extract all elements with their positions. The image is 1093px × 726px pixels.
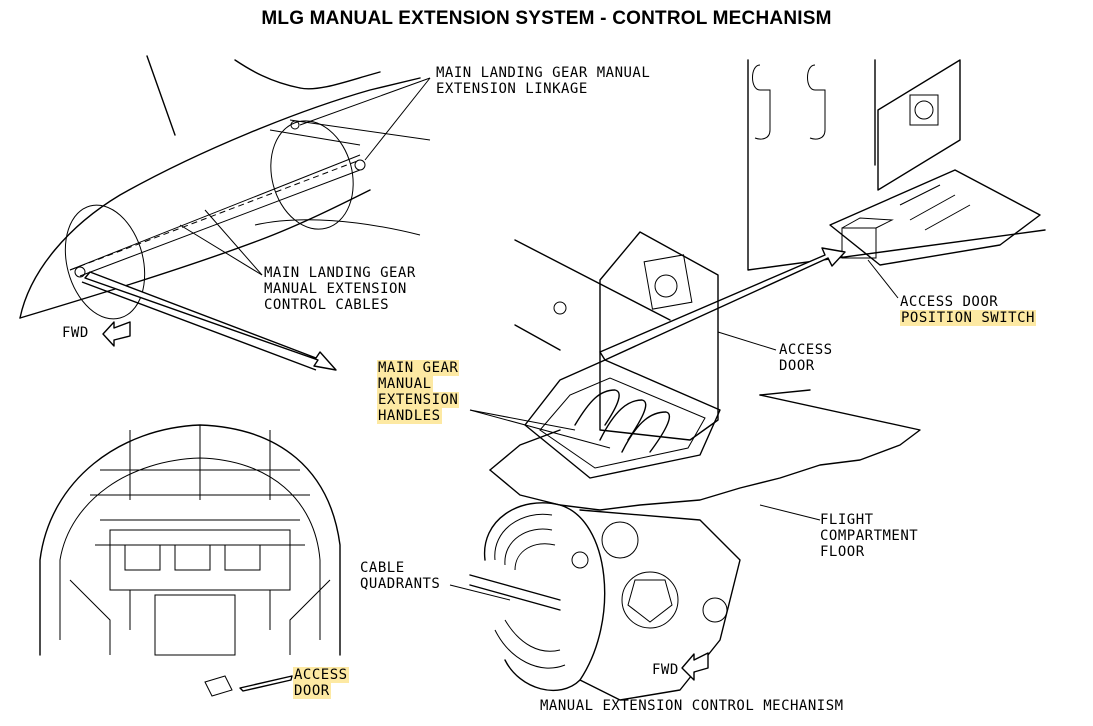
- cockpit-drawing: [39, 424, 341, 697]
- door-switch-label: ACCESS DOOR POSITION SWITCH: [900, 294, 1036, 326]
- floor-label: FLIGHT COMPARTMENT FLOOR: [820, 512, 919, 560]
- mechanism-drawing: [449, 59, 1046, 701]
- handles-label: MAIN GEAR MANUAL EXTENSION HANDLES: [377, 360, 460, 424]
- diagram-title: MLG MANUAL EXTENSION SYSTEM - CONTROL ME…: [261, 8, 832, 29]
- mechanism-caption: MANUAL EXTENSION CONTROL MECHANISM: [540, 698, 844, 714]
- fwd-label-top: FWD: [62, 325, 89, 341]
- control-cables-label: MAIN LANDING GEAR MANUAL EXTENSION CONTR…: [264, 265, 416, 313]
- linkage-label: MAIN LANDING GEAR MANUAL EXTENSION LINKA…: [436, 65, 651, 97]
- cable-quadrants-label: CABLE QUADRANTS: [360, 560, 441, 592]
- access-door-label: ACCESS DOOR: [779, 342, 833, 374]
- fuselage-drawing: [19, 55, 431, 371]
- fwd-label-bottom: FWD: [652, 662, 679, 678]
- cockpit-access-door-label: ACCESS DOOR: [293, 667, 349, 699]
